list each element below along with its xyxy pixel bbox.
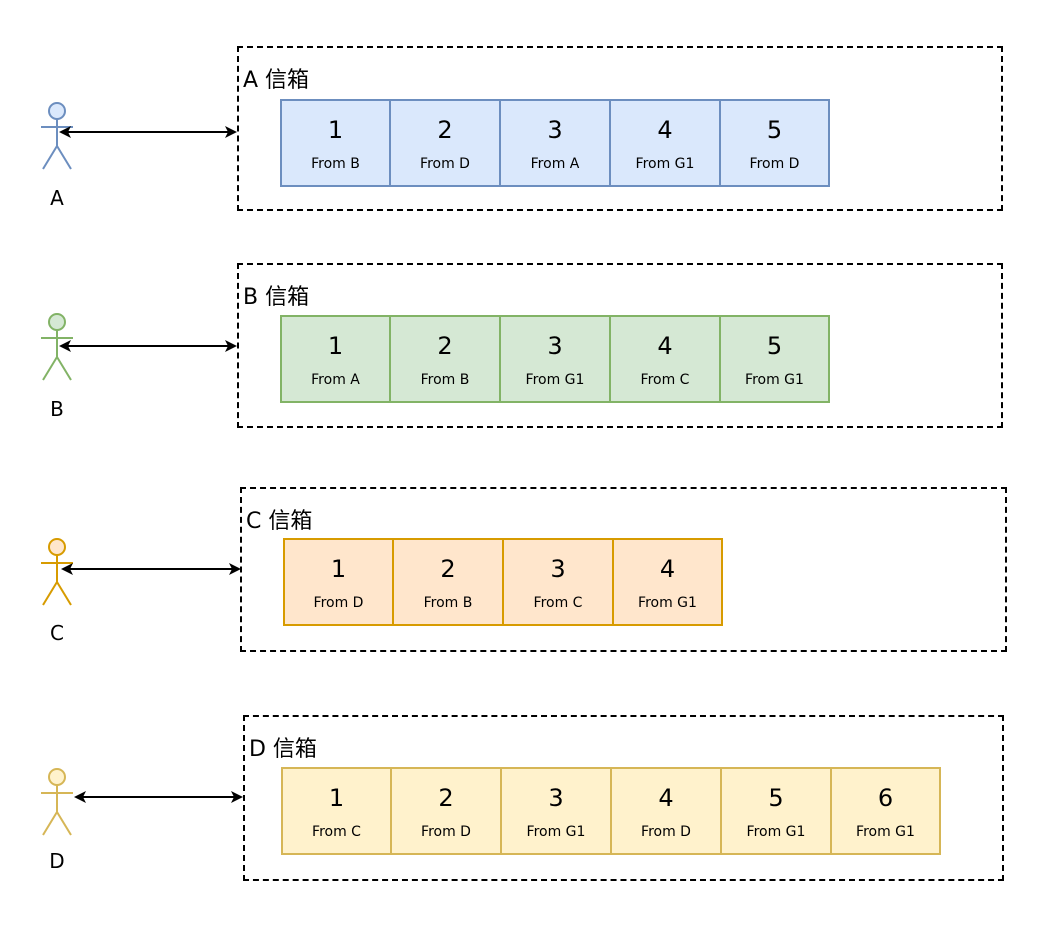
- actor-b-label: B: [50, 397, 64, 421]
- message-sender: From D: [313, 595, 364, 611]
- actor-d-icon: [41, 768, 73, 836]
- message-number: 3: [548, 784, 564, 812]
- message-number: 2: [437, 332, 453, 360]
- actor-c-label: C: [50, 621, 64, 645]
- message-number: 3: [550, 555, 566, 583]
- message-number: 2: [437, 116, 453, 144]
- mailbox-d-queue: 1 From C 2 From D 3 From G1 4 From D 5 F…: [281, 767, 941, 855]
- mailbox-c-queue: 1 From D 2 From B 3 From C 4 From G1: [283, 538, 723, 626]
- message-number: 6: [877, 784, 894, 812]
- mailbox-b: B 信箱: [237, 263, 1003, 428]
- message-sender: From A: [311, 372, 360, 388]
- message-cell: 1 From D: [283, 538, 393, 626]
- message-number: 4: [657, 332, 673, 360]
- message-sender: From G1: [856, 824, 915, 840]
- message-cell: 4 From C: [610, 315, 720, 403]
- message-cell: 6 From G1: [831, 767, 941, 855]
- message-number: 1: [327, 332, 344, 360]
- message-number: 1: [330, 555, 347, 583]
- message-sender: From G1: [635, 156, 695, 172]
- message-cell: 1 From C: [281, 767, 391, 855]
- message-number: 4: [658, 784, 674, 812]
- message-cell: 3 From G1: [501, 767, 611, 855]
- message-sender: From D: [421, 824, 471, 840]
- message-sender: From C: [640, 372, 690, 388]
- message-cell: 1 From A: [280, 315, 390, 403]
- message-cell: 3 From G1: [500, 315, 610, 403]
- arrow-a-icon: [59, 126, 237, 138]
- message-cell: 4 From G1: [613, 538, 723, 626]
- actor-d-label: D: [49, 849, 65, 873]
- mailbox-d: D 信箱: [243, 715, 1004, 881]
- message-sender: From C: [533, 595, 583, 611]
- message-sender: From G1: [525, 372, 585, 388]
- message-sender: From G1: [746, 824, 806, 840]
- mailbox-a-title: A 信箱: [243, 68, 310, 93]
- message-number: 3: [547, 332, 563, 360]
- message-sender: From G1: [638, 595, 697, 611]
- actor-a-label: A: [50, 186, 64, 210]
- message-cell: 2 From B: [393, 538, 503, 626]
- message-number: 3: [547, 116, 563, 144]
- message-number: 5: [766, 332, 783, 360]
- message-number: 4: [659, 555, 676, 583]
- message-sender: From G1: [526, 824, 586, 840]
- message-cell: 5 From G1: [720, 315, 830, 403]
- message-cell: 2 From D: [390, 99, 500, 187]
- message-cell: 4 From D: [611, 767, 721, 855]
- arrow-c-icon: [61, 563, 241, 575]
- message-sender: From B: [423, 595, 473, 611]
- message-cell: 2 From B: [390, 315, 500, 403]
- message-cell: 1 From B: [280, 99, 390, 187]
- message-number: 5: [766, 116, 783, 144]
- mailbox-a-queue: 1 From B 2 From D 3 From A 4 From G1 5 F…: [280, 99, 830, 187]
- message-cell: 2 From D: [391, 767, 501, 855]
- message-cell: 3 From A: [500, 99, 610, 187]
- message-sender: From D: [749, 156, 800, 172]
- actor-b-icon: [41, 313, 73, 381]
- message-number: 4: [657, 116, 673, 144]
- arrow-d-icon: [74, 791, 243, 803]
- message-number: 5: [768, 784, 784, 812]
- message-sender: From B: [311, 156, 360, 172]
- message-sender: From C: [312, 824, 361, 840]
- mailbox-d-title: D 信箱: [249, 737, 317, 762]
- message-number: 1: [327, 116, 344, 144]
- message-sender: From B: [420, 372, 470, 388]
- message-cell: 5 From G1: [721, 767, 831, 855]
- message-number: 2: [438, 784, 454, 812]
- message-number: 2: [440, 555, 456, 583]
- mailbox-b-queue: 1 From A 2 From B 3 From G1 4 From C 5 F…: [280, 315, 830, 403]
- message-sender: From G1: [745, 372, 804, 388]
- message-cell: 5 From D: [720, 99, 830, 187]
- message-sender: From A: [530, 156, 580, 172]
- mailbox-b-title: B 信箱: [243, 285, 310, 310]
- mailbox-c-title: C 信箱: [246, 509, 313, 534]
- mailbox-c: C 信箱: [240, 487, 1007, 652]
- arrow-b-icon: [59, 340, 237, 352]
- message-cell: 3 From C: [503, 538, 613, 626]
- message-sender: From D: [641, 824, 691, 840]
- actor-c-icon: [41, 538, 73, 606]
- actor-a-icon: [41, 102, 73, 170]
- message-cell: 4 From G1: [610, 99, 720, 187]
- message-number: 1: [328, 784, 345, 812]
- message-sender: From D: [420, 156, 470, 172]
- mailbox-a: A 信箱: [237, 46, 1003, 211]
